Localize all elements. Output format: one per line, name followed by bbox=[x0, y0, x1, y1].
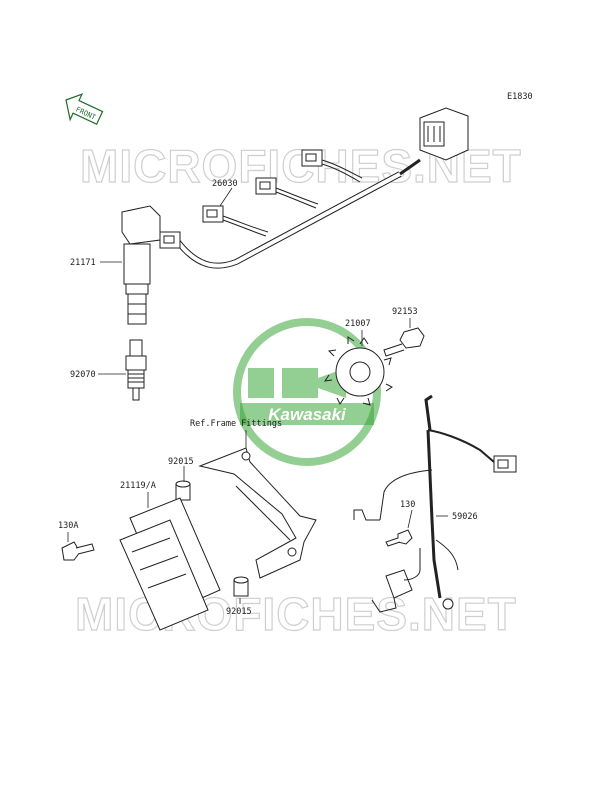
part-label-26030: 26030 bbox=[212, 179, 238, 189]
part-label-21007: 21007 bbox=[345, 319, 371, 329]
watermark-bottom: MICROFICHES.NET bbox=[75, 588, 517, 640]
part-label-130: 130 bbox=[400, 500, 415, 510]
bolt-130 bbox=[385, 529, 413, 547]
part-label-92015-bottom: 92015 bbox=[226, 607, 252, 617]
collar-92015-bottom bbox=[233, 576, 249, 597]
part-label-92153: 92153 bbox=[392, 307, 418, 317]
part-label-21119a: 21119/A bbox=[120, 481, 156, 491]
part-label-21171: 21171 bbox=[70, 258, 96, 268]
part-label-59026: 59026 bbox=[452, 512, 478, 522]
ic-igniter-21119a bbox=[119, 497, 221, 631]
ref-frame-fittings: Ref.Frame Fittings bbox=[190, 419, 282, 429]
diagram-code: E1830 bbox=[507, 92, 533, 102]
logo-text: Kawasaki bbox=[268, 405, 347, 424]
bracket bbox=[198, 447, 317, 579]
part-label-92015-top: 92015 bbox=[168, 457, 194, 467]
front-arrow-icon: FRONT bbox=[65, 93, 104, 126]
collar-92015-top bbox=[175, 480, 191, 501]
part-label-130a: 130A bbox=[58, 521, 78, 531]
kawasaki-logo: Kawasaki bbox=[233, 318, 381, 466]
part-label-92070: 92070 bbox=[70, 370, 96, 380]
bolt-92153 bbox=[383, 327, 425, 357]
lead-59026 bbox=[353, 394, 517, 613]
ignition-coil-21171 bbox=[121, 205, 161, 325]
rotor-21007 bbox=[323, 336, 393, 406]
leader-lines bbox=[67, 187, 448, 604]
bolt-130a bbox=[61, 541, 95, 561]
sub-harness-26030 bbox=[159, 107, 469, 269]
watermark-top: MICROFICHES.NET bbox=[80, 140, 522, 192]
spark-plug-92070 bbox=[125, 339, 147, 401]
